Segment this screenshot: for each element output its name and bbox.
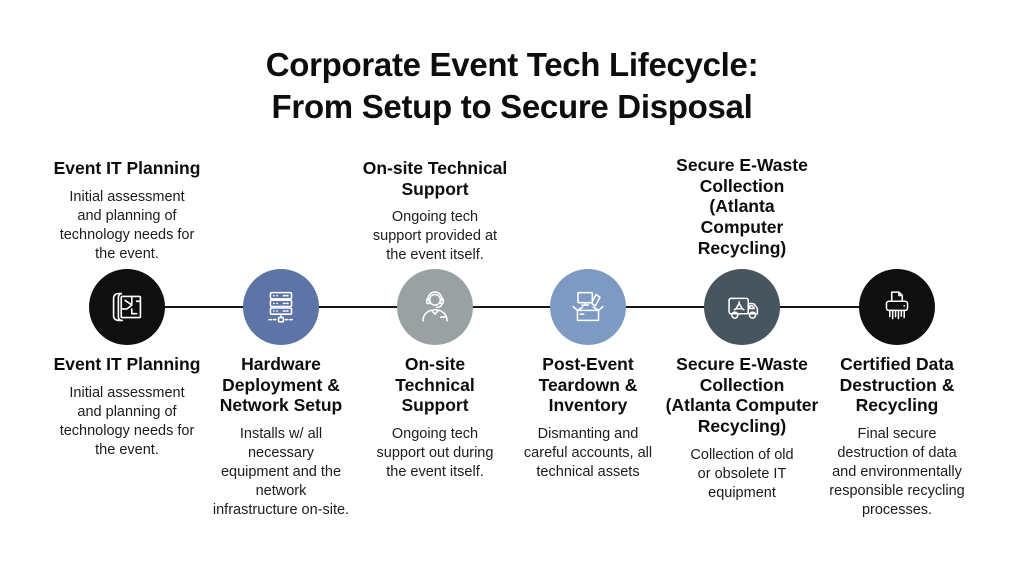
top-label-heading: Event IT Planning xyxy=(53,158,201,178)
top-label-secure-ewaste-collection: Secure E-Waste Collection (Atlanta Compu… xyxy=(667,155,817,258)
step-heading: On-site Technical Support xyxy=(395,354,475,416)
headset-agent-icon xyxy=(412,284,458,330)
step-description: Dismanting and careful accounts, all tec… xyxy=(523,425,653,480)
blueprint-icon xyxy=(104,284,150,330)
step-label-secure-ewaste-collection: Secure E-Waste Collection (Atlanta Compu… xyxy=(652,354,832,503)
step-label-event-it-planning: Event IT Planning Initial assessment and… xyxy=(37,354,217,460)
packing-box-icon xyxy=(565,284,611,330)
top-label-heading: Secure E-Waste Collection (Atlanta Compu… xyxy=(676,155,808,258)
step-description: Collection of old or obsolete IT equipme… xyxy=(690,446,794,501)
server-rack-icon xyxy=(258,284,304,330)
page-title: Corporate Event Tech Lifecycle: From Set… xyxy=(265,46,759,125)
top-label-description: Ongoing tech support provided at the eve… xyxy=(372,209,498,264)
top-label-heading: On-site Technical Support xyxy=(362,158,508,199)
step-circle-destruction xyxy=(859,269,935,345)
timeline-line xyxy=(127,306,897,309)
step-circle-hardware xyxy=(243,269,319,345)
top-label-description: Initial assessment and planning of techn… xyxy=(59,188,195,262)
step-label-hardware-deployment: Hardware Deployment & Network Setup Inst… xyxy=(191,354,371,520)
step-label-post-event-teardown: Post-Event Teardown & Inventory Dismanti… xyxy=(498,354,678,482)
step-label-onsite-technical-support: On-site Technical Support Ongoing tech s… xyxy=(345,354,525,482)
step-description: Ongoing tech support out during the even… xyxy=(376,425,494,480)
top-label-event-it-planning: Event IT Planning Initial assessment and… xyxy=(27,158,227,264)
step-circle-teardown xyxy=(550,269,626,345)
step-circle-ewaste-collection xyxy=(704,269,780,345)
step-description: Initial assessment and planning of techn… xyxy=(59,384,195,458)
step-heading: Certified Data Destruction & Recycling xyxy=(839,354,955,416)
step-description: Final secure destruction of data and env… xyxy=(829,425,965,518)
step-heading: Secure E-Waste Collection (Atlanta Compu… xyxy=(665,354,819,436)
step-heading: Post-Event Teardown & Inventory xyxy=(538,354,638,416)
step-description: Installs w/ all necessary equipment and … xyxy=(212,425,350,518)
step-label-certified-data-destruction: Certified Data Destruction & Recycling F… xyxy=(807,354,987,520)
top-label-onsite-technical-support: On-site Technical Support Ongoing tech s… xyxy=(335,158,535,265)
step-circle-planning xyxy=(89,269,165,345)
step-circle-support xyxy=(397,269,473,345)
step-heading: Event IT Planning xyxy=(53,354,201,374)
step-heading: Hardware Deployment & Network Setup xyxy=(219,354,343,416)
recycling-truck-icon xyxy=(719,284,765,330)
shredder-icon xyxy=(874,284,920,330)
